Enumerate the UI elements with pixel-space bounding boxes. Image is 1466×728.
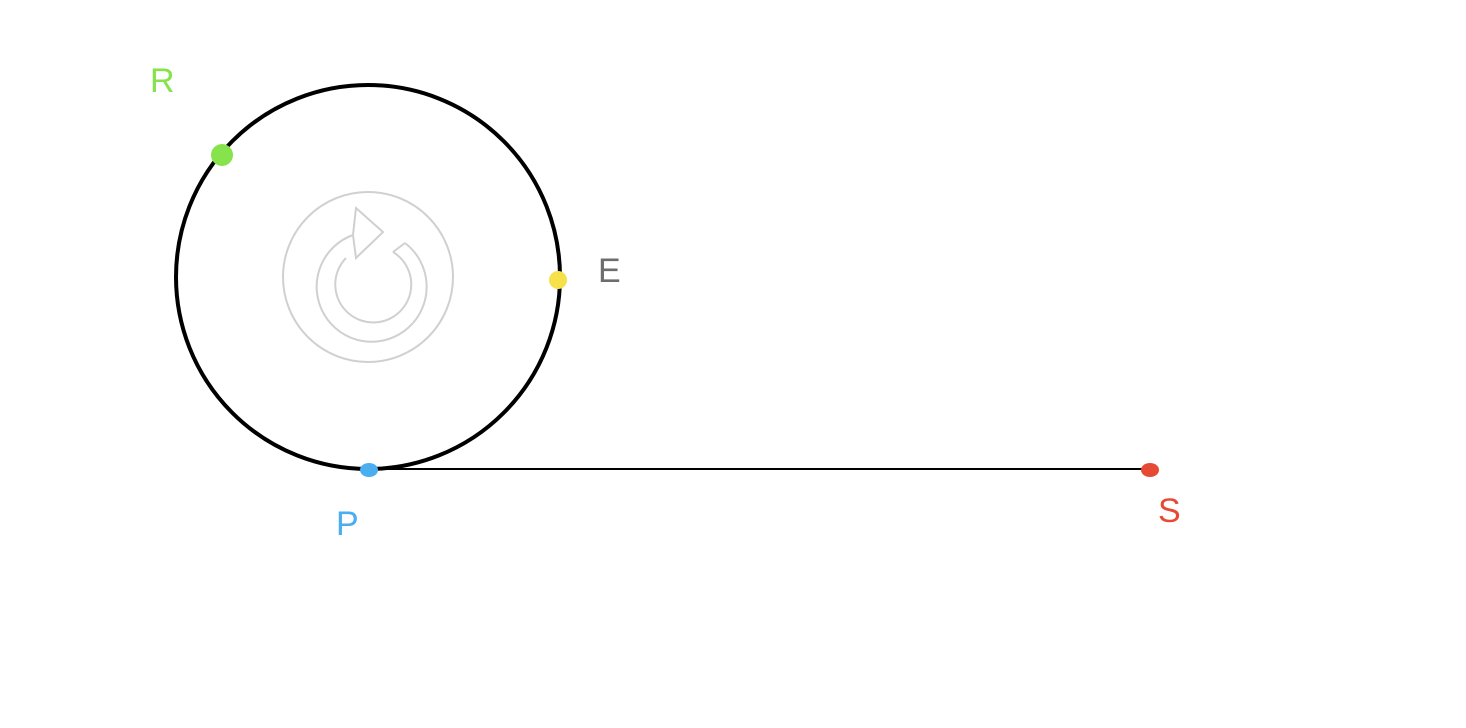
rotate-reset-icon[interactable] xyxy=(282,191,454,363)
point-p[interactable] xyxy=(360,463,378,477)
label-s: S xyxy=(1158,492,1181,530)
label-r: R xyxy=(150,62,175,100)
label-e: E xyxy=(598,252,621,290)
label-p: P xyxy=(336,505,359,543)
point-s[interactable] xyxy=(1141,463,1159,477)
point-r[interactable] xyxy=(211,144,233,166)
main-circle xyxy=(174,83,562,471)
point-e[interactable] xyxy=(549,271,567,289)
